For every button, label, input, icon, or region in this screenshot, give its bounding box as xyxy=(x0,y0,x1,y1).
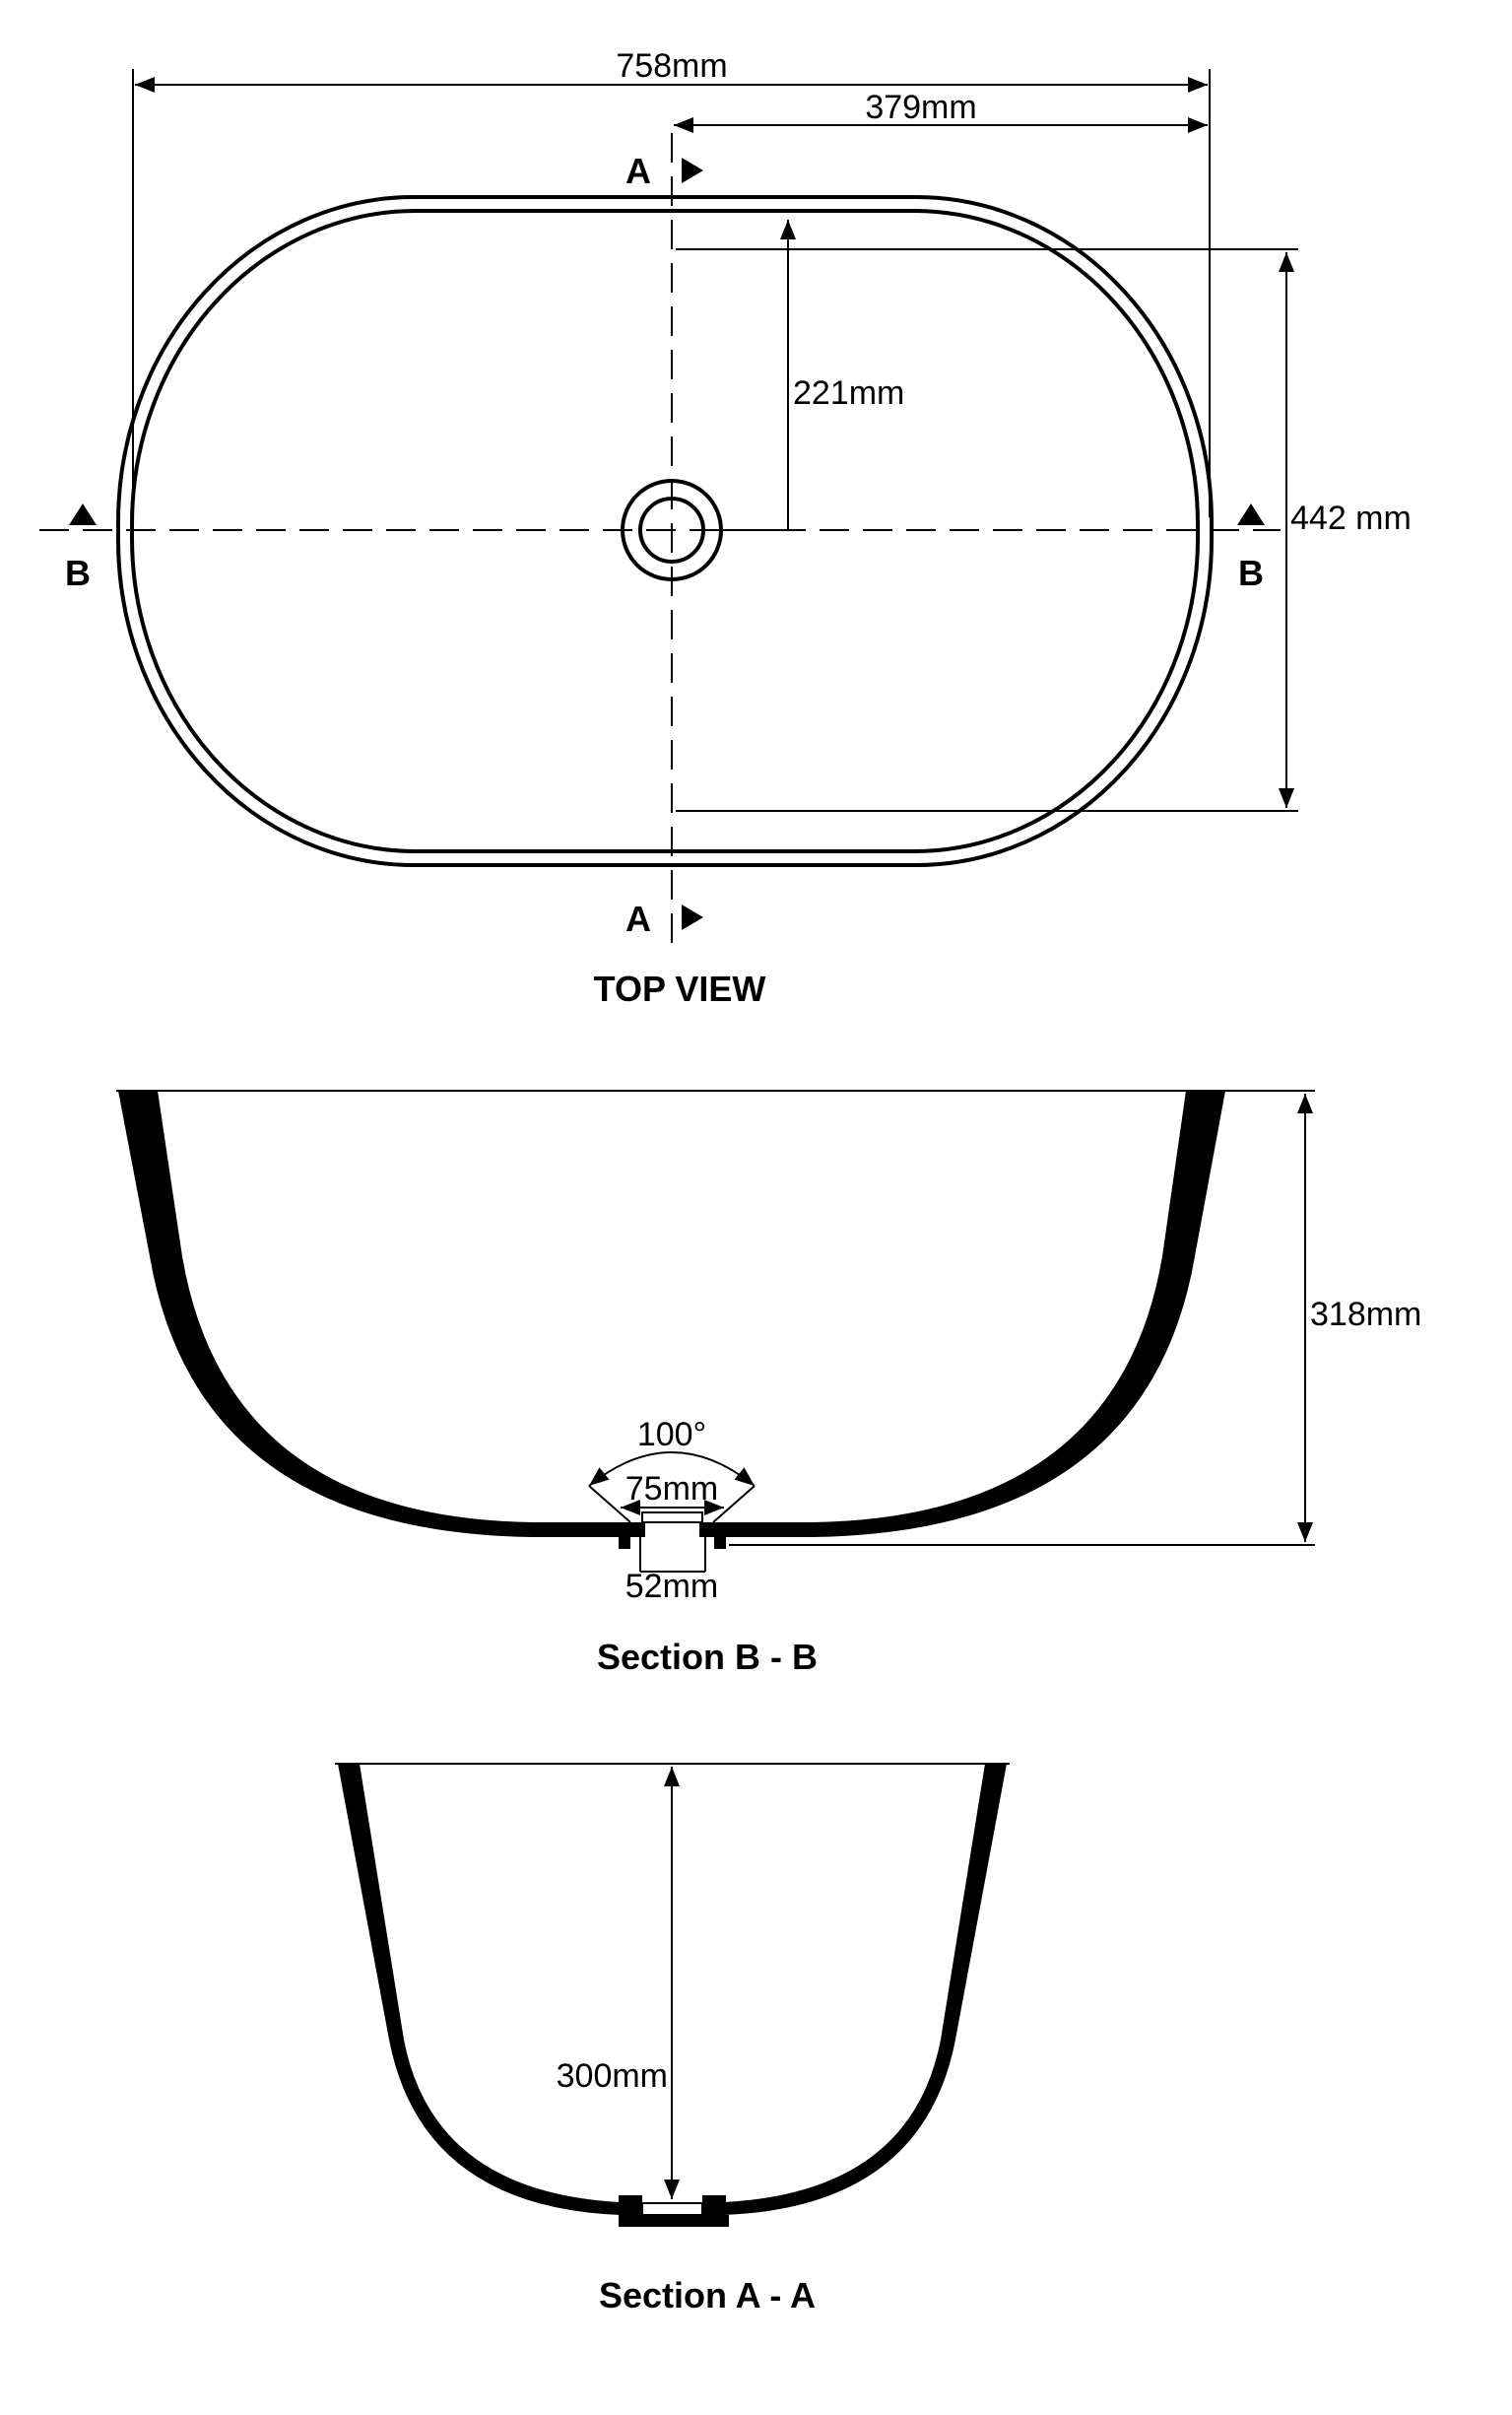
dim-half-width: 221mm xyxy=(793,374,904,412)
dim-depth: 300mm xyxy=(557,2057,668,2095)
section-aa: 300mm Section A - A xyxy=(335,1763,1010,2315)
section-bb-title: Section B - B xyxy=(597,1637,818,1677)
drain-seat xyxy=(641,1511,703,1523)
dim-overall-length: 758mm xyxy=(616,47,727,85)
basin-wall-left xyxy=(118,1091,621,1537)
angle-leg-left xyxy=(588,1485,631,1523)
dim-drain-inner: 52mm xyxy=(625,1568,718,1605)
drain-aa-right xyxy=(702,2195,729,2227)
section-arrow-a-top xyxy=(682,158,703,183)
dim-height: 318mm xyxy=(1310,1296,1421,1333)
basin-wall-left-aa xyxy=(338,1764,621,2215)
section-arrow-a-bottom xyxy=(682,905,703,930)
basin-wall-right xyxy=(724,1091,1225,1537)
section-arrow-b-left xyxy=(69,503,97,525)
section-aa-title: Section A - A xyxy=(599,2275,816,2315)
drain-flange-right xyxy=(699,1522,726,1549)
drain-outer xyxy=(621,479,723,581)
dim-half-length: 379mm xyxy=(865,89,976,126)
drain-flange-left xyxy=(619,1522,645,1549)
dim-overall-width: 442 mm xyxy=(1290,500,1412,537)
angle-leg-right xyxy=(712,1485,756,1523)
drain-aa-left xyxy=(619,2195,729,2227)
top-view: 758mm 379mm 221mm 442 mm A A B B TOP VI xyxy=(39,47,1412,1009)
section-marker-b-right: B xyxy=(1238,553,1264,593)
dim-angle: 100° xyxy=(637,1416,706,1453)
drain-inner xyxy=(638,497,705,564)
section-bb: 100° 75mm 52mm 318mm Section B - B xyxy=(116,1090,1421,1677)
section-marker-a-bottom: A xyxy=(625,899,651,939)
basin-wall-right-aa xyxy=(724,1764,1007,2215)
section-arrow-b-right xyxy=(1237,503,1265,525)
dim-drain-outer: 75mm xyxy=(625,1470,718,1508)
section-marker-a-top: A xyxy=(625,151,651,191)
top-view-title: TOP VIEW xyxy=(594,969,766,1009)
angle-arc xyxy=(588,1451,756,1487)
drain-aa-seat xyxy=(641,2202,703,2216)
section-marker-b-left: B xyxy=(65,553,91,593)
